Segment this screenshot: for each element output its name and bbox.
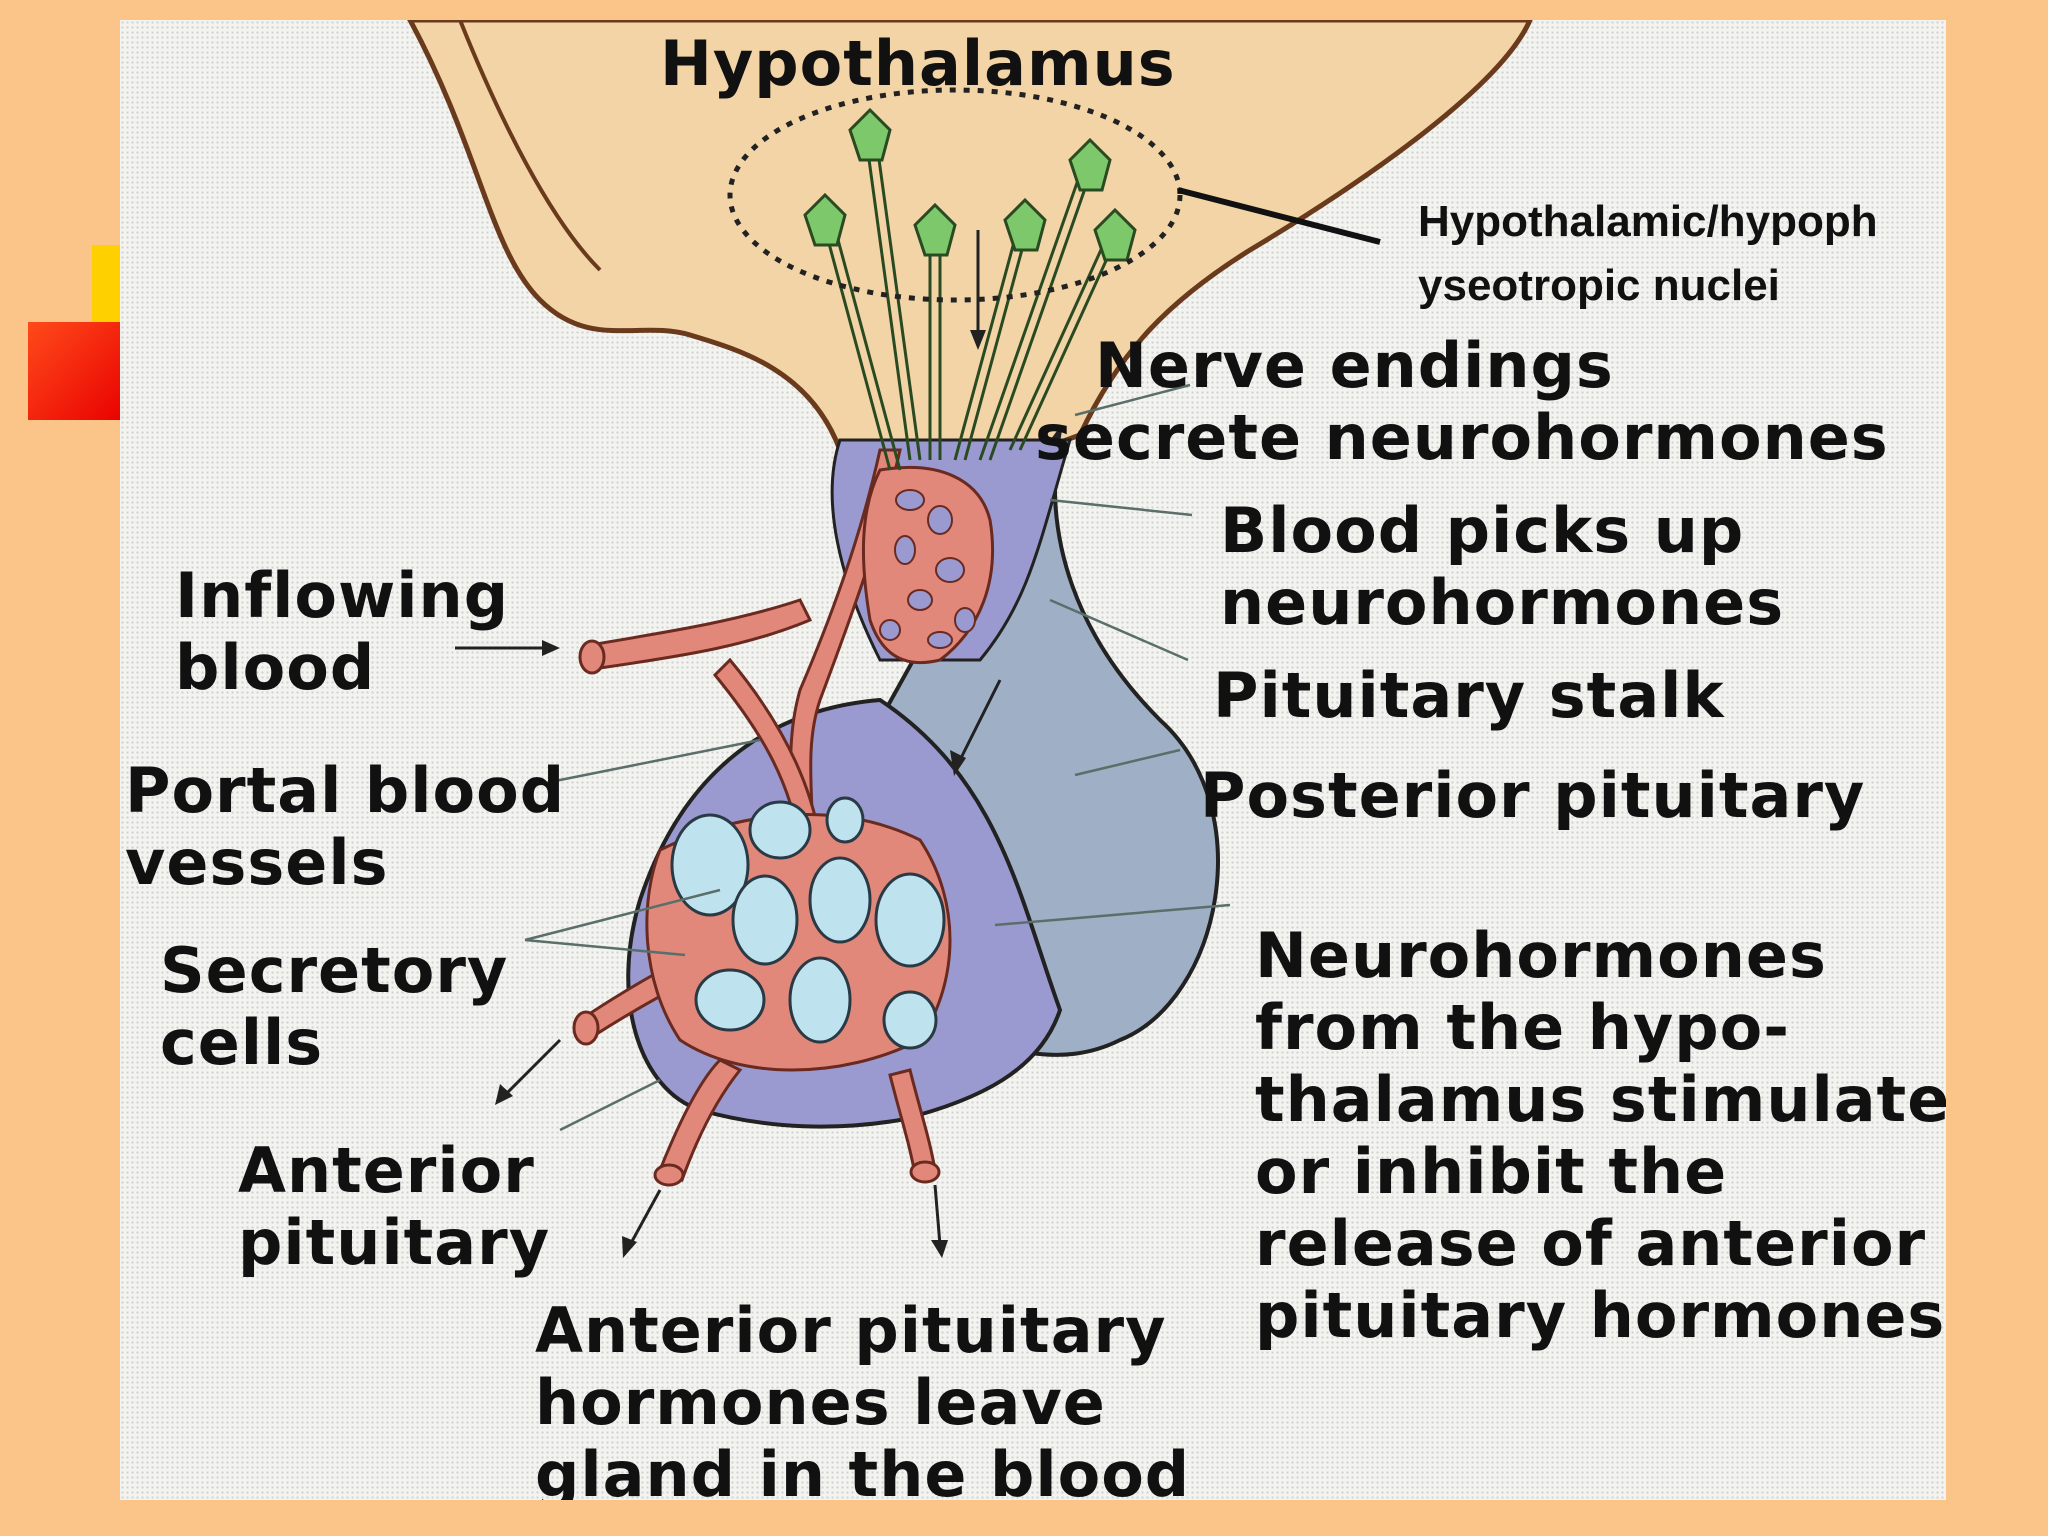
portal-blood-vessels-line-2: vessels (125, 826, 389, 899)
nuclei-label: Hypothalamic/hypoph yseotropic nuclei (1418, 190, 1878, 318)
hormones-leave-line-2: hormones leave (535, 1366, 1106, 1439)
neurohormones-line-2: from the hypo- (1255, 991, 1791, 1064)
neurohormones-line-5: release of anterior (1255, 1207, 1927, 1280)
hormones-leave-label: Anterior pituitary hormones leave gland … (535, 1294, 1191, 1501)
neurohormones-line-6: pituitary hormones (1255, 1279, 1946, 1352)
neurohormones-effect-label: Neurohormones from the hypo- thalamus st… (1255, 920, 1946, 1352)
blood-picks-up-line-1: Blood picks up (1220, 494, 1745, 567)
anterior-pituitary-line-1: Anterior (238, 1134, 535, 1207)
nuclei-label-line-1: Hypothalamic/hypoph (1418, 197, 1878, 246)
secretory-cells-label: Secretory cells (160, 935, 508, 1079)
secretory-cells-line-1: Secretory (160, 934, 509, 1007)
pituitary-diagram: Hypothalamus Hypothalamic/hypoph yseotro… (120, 20, 1946, 1500)
diagram-artwork (407, 20, 1533, 1258)
secretory-cell-clusters (670, 796, 946, 1050)
capillary-holes (879, 489, 976, 649)
blood-picks-up-line-2: neurohormones (1220, 566, 1785, 639)
secretory-cells-line-2: cells (160, 1006, 324, 1079)
flow-arrows (455, 230, 1002, 1258)
hypothalamus-label: Hypothalamus (660, 27, 1176, 100)
pituitary-stalk-label: Pituitary stalk (1213, 659, 1725, 732)
hypothalamus-shape (407, 20, 1533, 493)
leader-lines (524, 383, 1231, 1132)
nerve-endings-line-1: Nerve endings (1095, 329, 1614, 402)
inflowing-blood-line-2: blood (175, 631, 376, 704)
blood-picks-up-label: Blood picks up neurohormones (1220, 495, 1784, 639)
nuclei-pointer (1177, 187, 1381, 245)
neurohormones-line-1: Neurohormones (1255, 919, 1827, 992)
nuclei-outline (727, 87, 1183, 303)
anterior-pituitary-line-2: pituitary (238, 1206, 551, 1279)
posterior-pituitary-label: Posterior pituitary (1200, 759, 1866, 832)
portal-blood-vessels-label: Portal blood vessels (125, 755, 565, 899)
inflowing-blood-label: Inflowing blood (175, 560, 509, 704)
nuclei-label-line-2: yseotropic nuclei (1418, 261, 1780, 310)
neurohormones-line-4: or inhibit the (1255, 1135, 1728, 1208)
hormones-leave-line-1: Anterior pituitary (535, 1294, 1167, 1367)
hypothalamic-neurons (803, 107, 1137, 471)
slide-accent-square (28, 322, 128, 420)
inflowing-blood-line-1: Inflowing (175, 559, 510, 632)
nerve-endings-line-2: secrete neurohormones (1035, 401, 1889, 474)
neurohormones-line-3: thalamus stimulate (1255, 1063, 1946, 1136)
hormones-leave-line-3: gland in the blood (535, 1438, 1191, 1501)
portal-blood-vessels-line-1: Portal blood (125, 754, 566, 827)
anterior-pituitary-label: Anterior pituitary (238, 1135, 550, 1279)
nerve-endings-label: Nerve endings secrete neurohormones (1035, 330, 1889, 474)
